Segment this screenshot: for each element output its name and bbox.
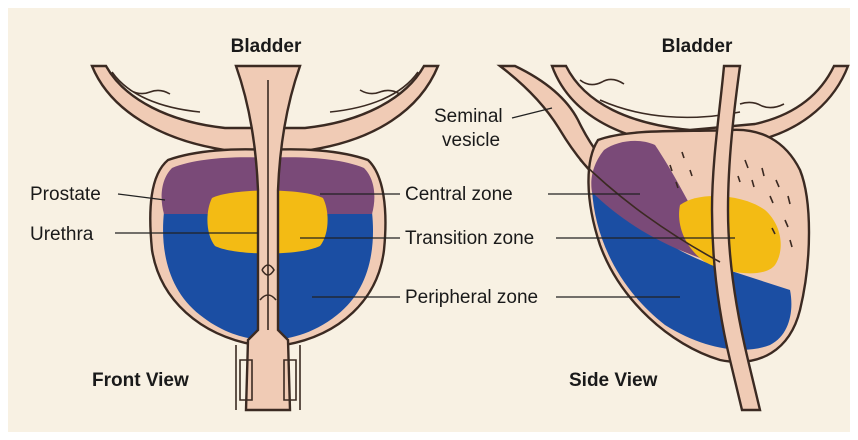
front-bladder-label: Bladder [231, 36, 302, 57]
prostate-label: Prostate [30, 184, 101, 205]
side-bladder-label: Bladder [662, 36, 733, 57]
front-view-title: Front View [92, 370, 189, 391]
seminal-vesicle-label-line2: vesicle [442, 130, 500, 151]
seminal-vesicle-label-line1: Seminal [434, 106, 503, 127]
central-zone-label: Central zone [405, 184, 513, 205]
transition-zone-label: Transition zone [405, 228, 534, 249]
peripheral-zone-label: Peripheral zone [405, 287, 538, 308]
side-view-title: Side View [569, 370, 658, 391]
urethra-label: Urethra [30, 224, 94, 245]
